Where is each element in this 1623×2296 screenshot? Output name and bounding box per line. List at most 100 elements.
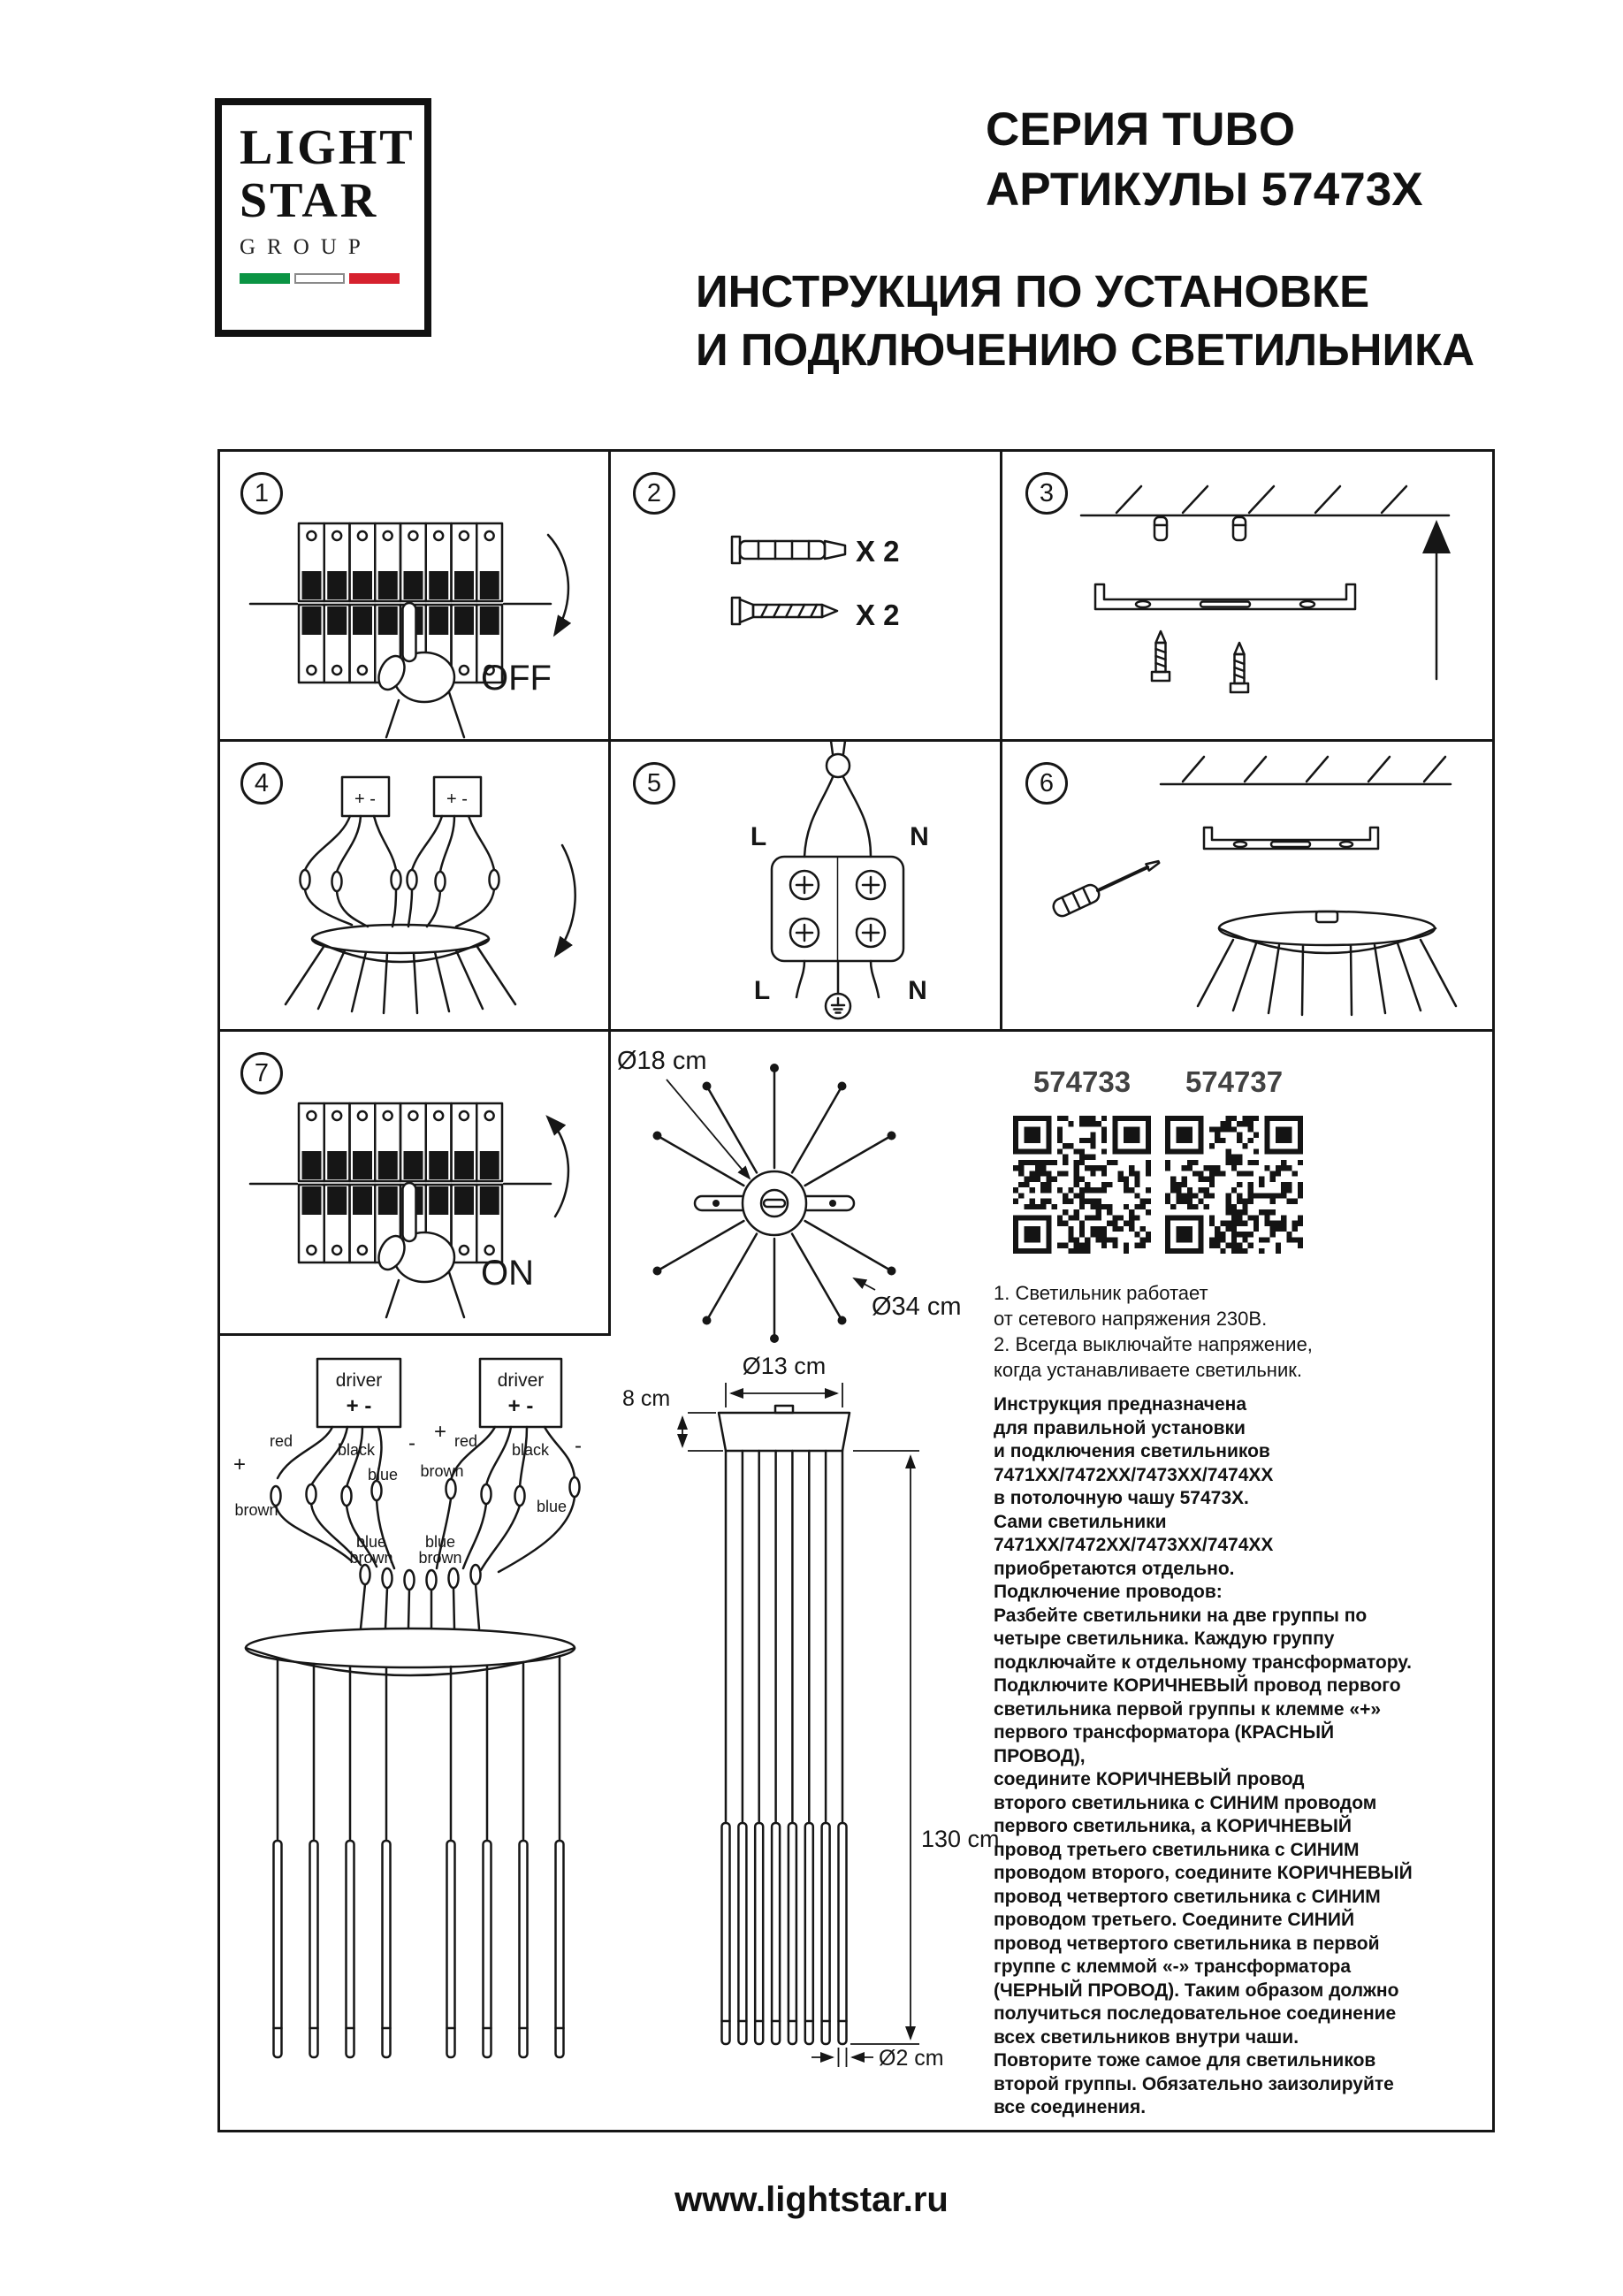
- terminal-wiring: [770, 739, 905, 1020]
- logo-light: LIGHT: [240, 120, 415, 175]
- logo-star: STAR: [240, 173, 379, 228]
- wire-label-brown1: brown: [234, 1501, 278, 1519]
- series-title: СЕРИЯ TUBO: [986, 103, 1296, 156]
- canopy-cup: [244, 1627, 576, 1677]
- inner-diameter-leader: [666, 1079, 751, 1180]
- rod-fan: [284, 945, 517, 1015]
- rotate-arrow: [553, 843, 576, 958]
- canopy-cup: [1217, 910, 1437, 955]
- fig-step7-power-on: ON: [219, 1031, 570, 1319]
- divider-row2: [217, 1029, 1495, 1032]
- cup-height-label: 8 cm: [622, 1386, 670, 1411]
- wire-label-blue1: blue: [368, 1466, 398, 1484]
- switch-down-arrow: [546, 533, 572, 637]
- dowel-qty-label: X 2: [856, 535, 900, 568]
- wire-label-brown2: brown: [420, 1462, 463, 1480]
- fig-step2-fasteners: X 2 X 2: [730, 535, 900, 631]
- fig-wiring-diagram: driver + - driver + -: [233, 1357, 582, 2059]
- wire-label-blue2: blue: [537, 1498, 567, 1515]
- fig-side-view: Ø13 cm 8 cm: [622, 1353, 1000, 2071]
- safety-notes: 1. Светильник работает от сетевого напря…: [994, 1282, 1313, 1382]
- cup-diameter-label: Ø13 cm: [743, 1353, 827, 1379]
- cup-diameter-dim: [725, 1383, 843, 1407]
- pendant-rods: [720, 1449, 848, 2046]
- instruction-title-line2: И ПОДКЛЮЧЕНИЮ СВЕТИЛЬНИКА: [696, 324, 1475, 375]
- divider-col1: [608, 449, 611, 1336]
- step-7-badge: 7: [240, 1052, 283, 1095]
- articles-title: АРТИКУЛЫ 57473X: [986, 164, 1423, 216]
- step-5-badge: 5: [633, 762, 675, 805]
- divider-row3: [217, 1333, 611, 1336]
- lightstar-logo: LIGHT STAR GROUP: [215, 98, 431, 337]
- rod-fan: [1196, 938, 1458, 1017]
- qr-code-574737: [1165, 1116, 1303, 1254]
- step-1-badge: 1: [240, 472, 283, 515]
- italian-flag-icon: [240, 273, 424, 284]
- wires: [274, 1425, 576, 1630]
- step-6-badge: 6: [1025, 762, 1068, 805]
- cup-height-dim: [677, 1412, 723, 1452]
- fig-step6-attach-canopy: [1052, 755, 1458, 1017]
- spoke-tips: [652, 1064, 896, 1343]
- wire-label-minus2: -: [575, 1434, 582, 1458]
- driver2-pm-label: + -: [508, 1394, 534, 1418]
- step-3-badge: 3: [1025, 472, 1068, 515]
- wire-label-red1: red: [270, 1432, 293, 1450]
- wire-label-black1: black: [338, 1441, 376, 1459]
- driver1-label: driver: [336, 1370, 383, 1391]
- inner-diameter-label: Ø18 cm: [617, 1047, 707, 1075]
- driver2-label: driver: [498, 1370, 545, 1391]
- wire-connectors: [299, 868, 500, 893]
- wire-connectors: [270, 1476, 581, 1591]
- article-code-1: 574733: [1032, 1065, 1132, 1098]
- logo-group: GROUP: [240, 235, 372, 259]
- wire-labels: red black + brown blue - + red brown bla…: [233, 1420, 582, 1567]
- anchor-dowels: [1153, 515, 1247, 542]
- off-label: OFF: [481, 659, 552, 698]
- screw: [1229, 641, 1250, 694]
- tube-diameter-label: Ø2 cm: [879, 2046, 944, 2071]
- ceiling-line: [1159, 755, 1452, 786]
- website-url: www.lightstar.ru: [674, 2180, 949, 2219]
- pendant-rods: [272, 1654, 565, 2059]
- wire-label-plus2: +: [434, 1420, 446, 1444]
- fig-step3-ceiling-anchors: [1079, 484, 1451, 694]
- grid-border: [217, 449, 1495, 2132]
- step-4-badge: 4: [240, 762, 283, 805]
- on-label: ON: [481, 1254, 534, 1293]
- step-2-badge: 2: [633, 472, 675, 515]
- dowel-icon: [730, 535, 847, 565]
- screw-qty-label: X 2: [856, 599, 900, 631]
- driver-box-1: [316, 1357, 402, 1429]
- length-label: 130 cm: [921, 1826, 1000, 1852]
- line-top-label: L: [751, 822, 766, 851]
- flag-red-bar: [349, 273, 400, 284]
- fig-top-view: Ø18 cm Ø34 cm: [617, 1047, 962, 1343]
- wire-label-blue3: blue: [356, 1533, 386, 1551]
- hub: [693, 1170, 856, 1237]
- screw-icon: [730, 596, 839, 626]
- screwdriver-icon: [1052, 859, 1161, 918]
- wire-label-red2: red: [454, 1432, 477, 1450]
- driver1-pm-label: + -: [347, 1394, 372, 1418]
- outer-diameter-leader: [852, 1278, 876, 1291]
- line-bottom-label: L: [754, 976, 770, 1005]
- outer-diameter-label: Ø34 cm: [872, 1293, 962, 1321]
- tube-diameter-dim: [812, 2048, 873, 2067]
- divider-row1: [217, 739, 1495, 742]
- switch-up-arrow: [545, 1115, 570, 1218]
- wire-label-brown4: brown: [418, 1549, 461, 1567]
- qr-code-574733: [1013, 1116, 1151, 1254]
- fig-step1-power-off: OFF: [219, 451, 572, 739]
- wire-label-plus1: +: [233, 1453, 246, 1476]
- divider-col2: [1000, 449, 1002, 1032]
- driver-right-pm-label: + -: [446, 789, 468, 809]
- neutral-bottom-label: N: [908, 976, 927, 1005]
- spokes: [659, 1071, 889, 1336]
- wire-label-minus1: -: [408, 1431, 415, 1455]
- cup-side: [717, 1404, 851, 1453]
- fig-step5-terminal-block: L N L N: [751, 739, 929, 1020]
- neutral-top-label: N: [910, 822, 929, 851]
- ceiling-line: [1079, 484, 1451, 517]
- driver-box-2: [478, 1357, 563, 1429]
